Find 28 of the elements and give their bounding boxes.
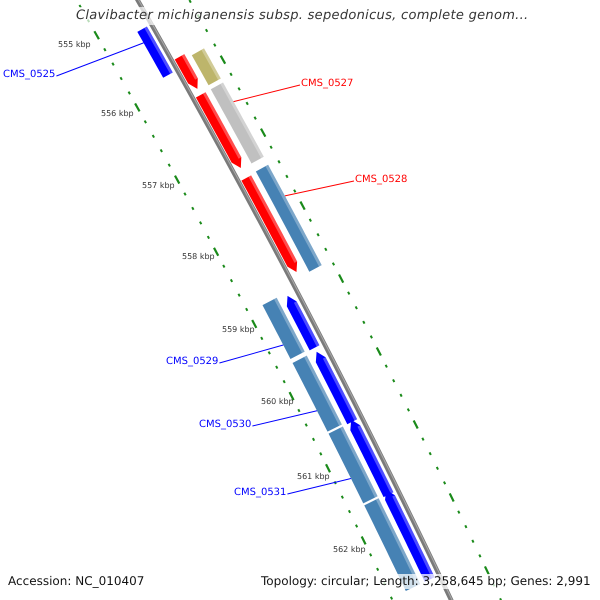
scale-label: 558 kbp: [182, 252, 215, 262]
leader-line: [252, 410, 318, 426]
gene-label: CMS_0527: [301, 78, 354, 90]
scale-label: 559 kbp: [222, 325, 255, 335]
info-text: Accession: NC_010407: [6, 574, 146, 589]
scale-label: 557 kbp: [142, 181, 175, 191]
leader-line: [56, 42, 144, 76]
gene-feature: [328, 426, 378, 504]
leader-line: [286, 478, 352, 494]
gene-label: CMS_0529: [166, 356, 218, 368]
leader-line: [218, 344, 284, 364]
gene-feature: [210, 82, 264, 164]
scale-label: 561 kbp: [297, 472, 330, 482]
leader-line: [284, 180, 354, 196]
leader-line: [233, 84, 300, 102]
scale-label: 555 kbp: [58, 40, 91, 50]
gene-label: CMS_0531: [234, 487, 286, 499]
scale-label: 562 kbp: [333, 545, 366, 555]
gene-feature: [292, 356, 342, 432]
gene-label: CMS_0530: [199, 419, 252, 431]
gene-feature: [137, 26, 173, 78]
scale-label: 556 kbp: [101, 109, 134, 119]
gene-label: CMS_0528: [355, 174, 408, 186]
gene-feature: [262, 298, 305, 359]
info-text: Topology: circular; Length: 3,258,645 bp; Genes: 2,991: [259, 574, 593, 589]
scale-label: 560 kbp: [261, 397, 294, 407]
gene-label: CMS_0525: [3, 69, 56, 81]
gene-feature: [256, 164, 322, 272]
